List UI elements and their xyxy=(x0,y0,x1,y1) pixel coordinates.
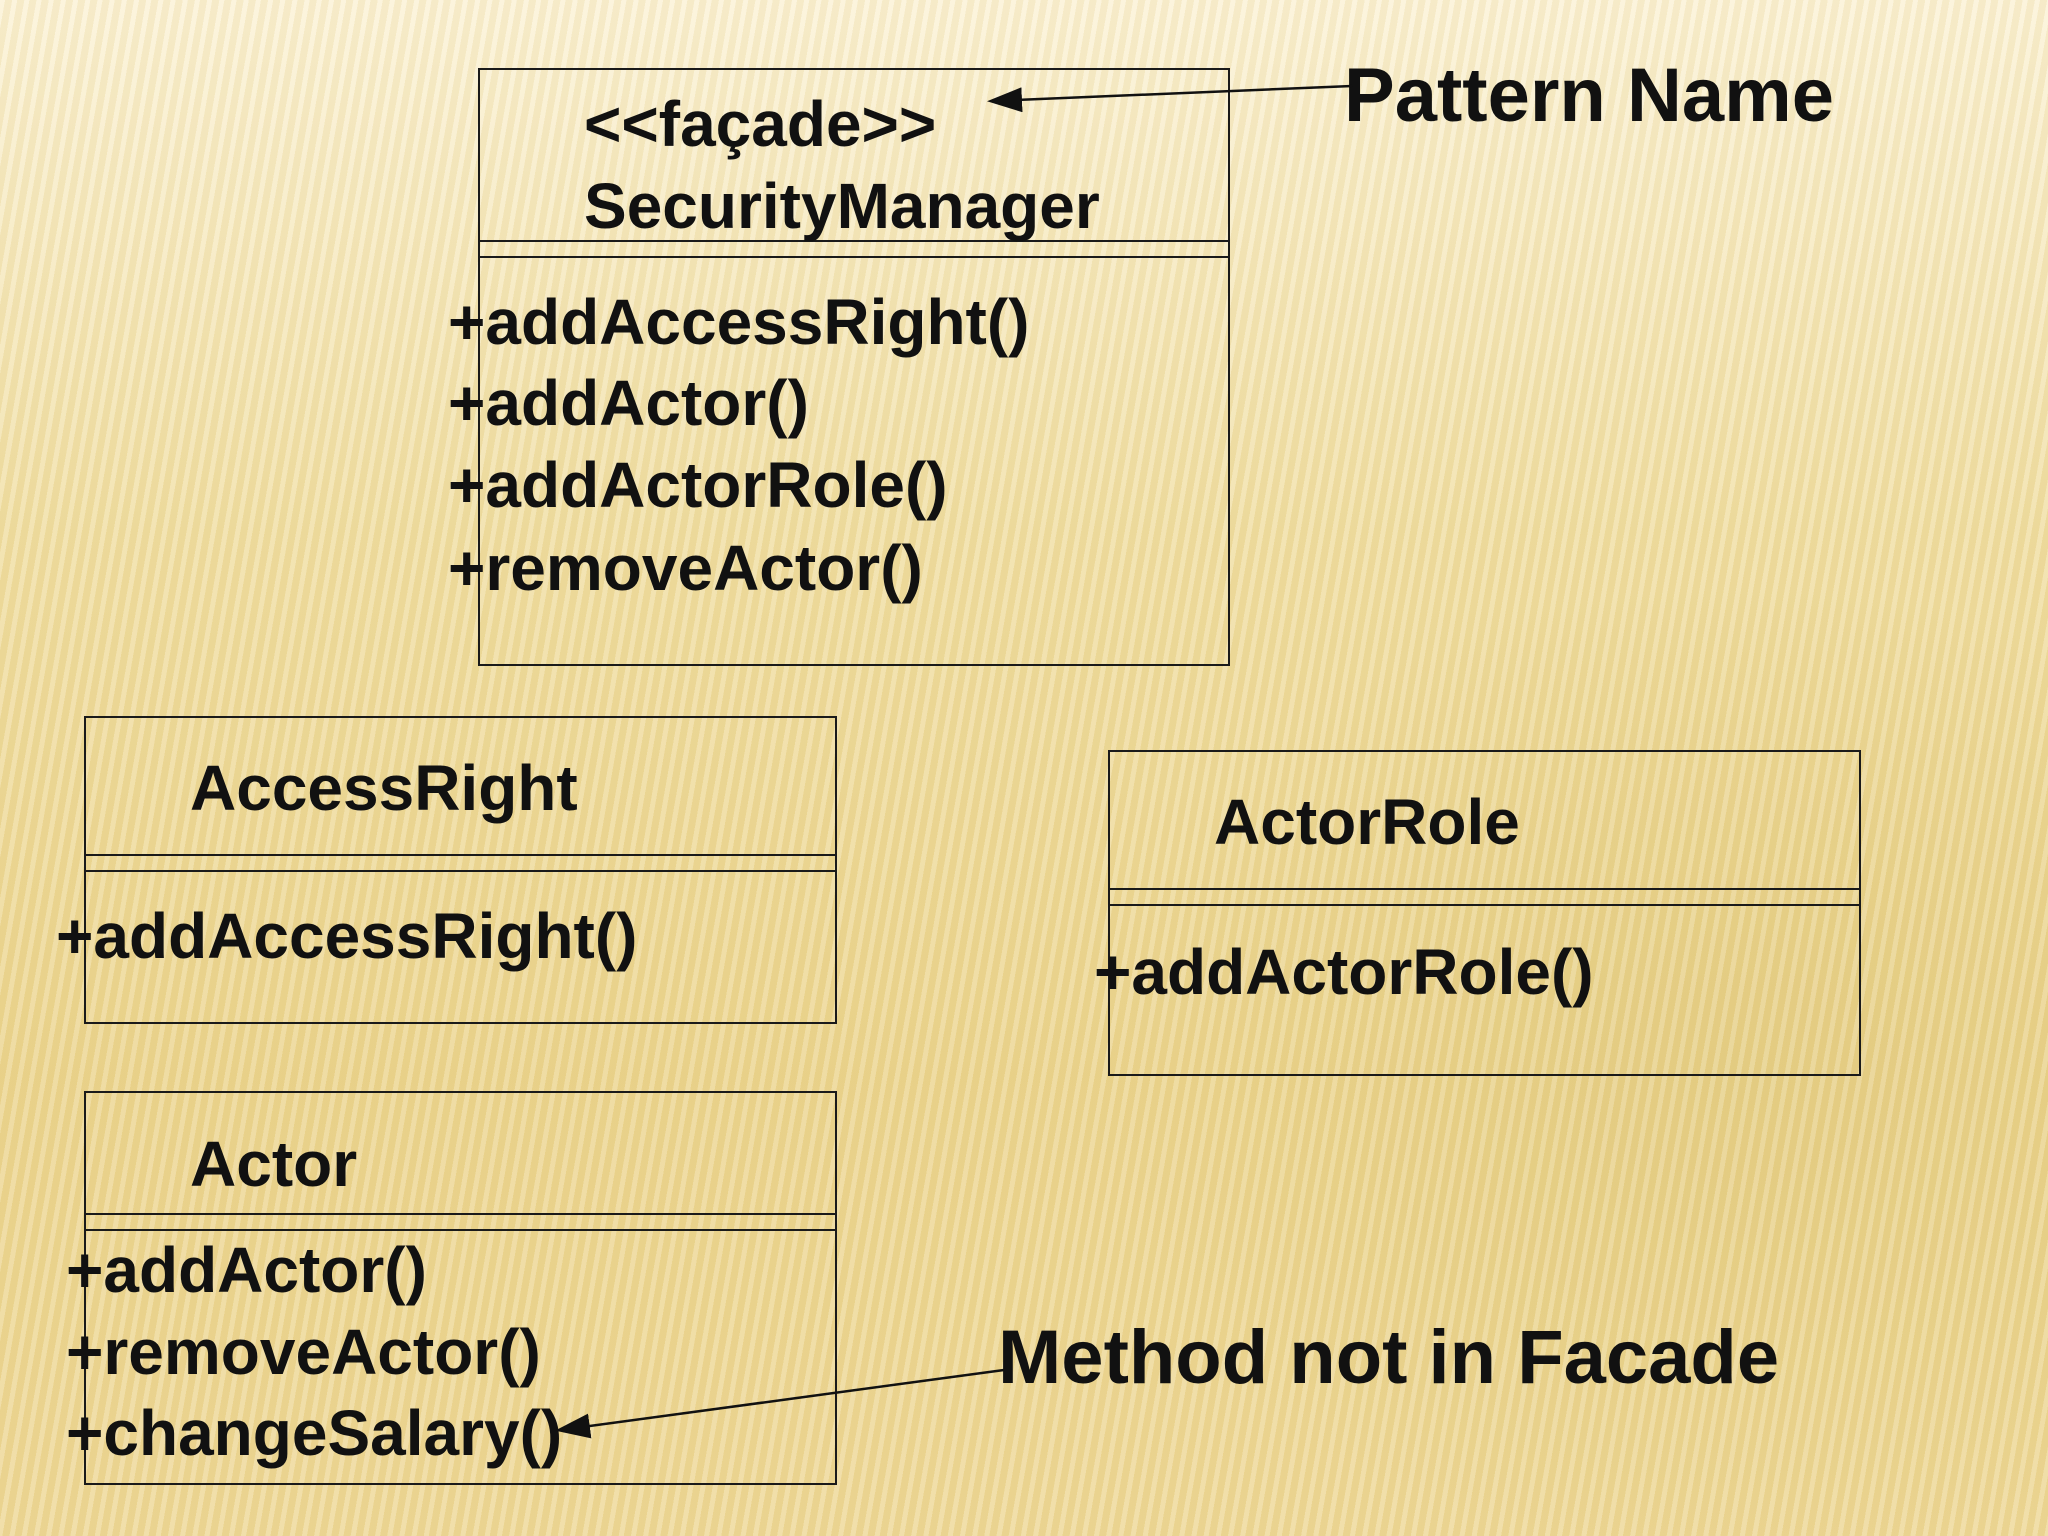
method-not-in-facade-label: Method not in Facade xyxy=(998,1315,1780,1400)
pattern-name-arrow xyxy=(987,84,1353,113)
access-right-class-name: AccessRight xyxy=(190,752,578,824)
class-security-manager xyxy=(478,68,1230,666)
facade-method: +addActorRole() xyxy=(448,449,948,521)
actor-role-method: +addActorRole() xyxy=(1094,936,1594,1008)
method-not-in-facade-arrow xyxy=(555,1368,1005,1439)
divider xyxy=(86,870,835,872)
facade-method: +addActor() xyxy=(448,367,809,439)
divider xyxy=(86,1213,835,1215)
actor-role-class-name: ActorRole xyxy=(1214,786,1520,858)
access-right-method: +addAccessRight() xyxy=(56,900,638,972)
divider xyxy=(480,256,1228,258)
divider xyxy=(480,240,1228,242)
actor-class-name: Actor xyxy=(190,1128,358,1200)
class-access-right xyxy=(84,716,837,1024)
divider xyxy=(1110,888,1859,890)
facade-method: +removeActor() xyxy=(448,532,923,604)
facade-stereotype: <<façade>> xyxy=(584,88,937,160)
class-actor-role xyxy=(1108,750,1861,1076)
facade-method: +addAccessRight() xyxy=(448,286,1030,358)
class-actor xyxy=(84,1091,837,1485)
divider xyxy=(86,854,835,856)
actor-method: +removeActor() xyxy=(66,1316,541,1388)
actor-method: +addActor() xyxy=(66,1234,427,1306)
actor-method: +changeSalary() xyxy=(66,1397,563,1469)
divider xyxy=(1110,904,1859,906)
pattern-name-label: Pattern Name xyxy=(1344,53,1834,138)
facade-class-name: SecurityManager xyxy=(584,170,1100,242)
divider xyxy=(86,1229,835,1231)
